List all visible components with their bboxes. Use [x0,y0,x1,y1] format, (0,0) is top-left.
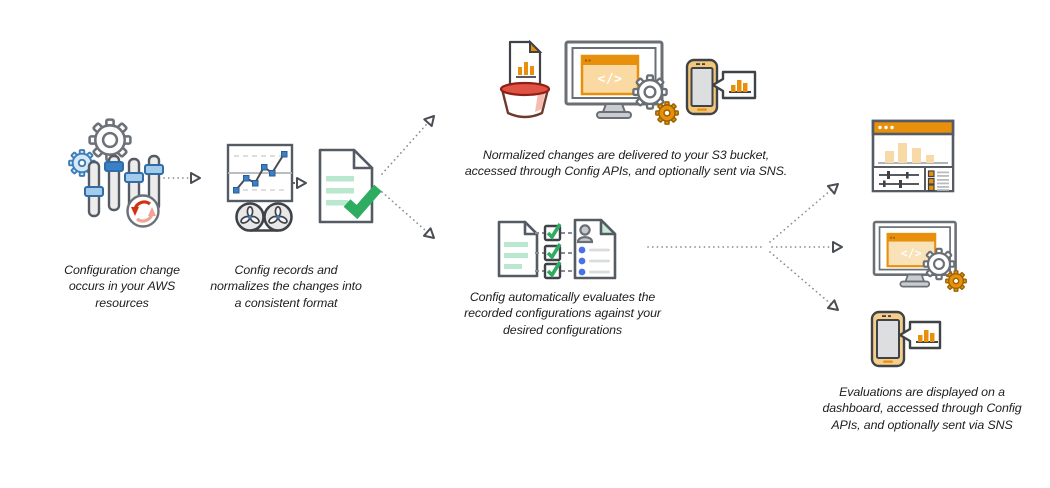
arrow-normalized-to-evaluation [381,191,435,239]
gear-icon [632,74,668,110]
config-records-icon [226,143,294,232]
code-glyph: </> [901,247,922,260]
recording-reel-icon [263,202,293,232]
blue-gear-icon [68,149,96,177]
person-icon [579,224,591,236]
desired-config-document-icon [573,218,617,280]
s3-bucket-icon [499,39,551,119]
caption-delivery: Normalized changes are delivered to your… [464,148,788,179]
arrow-to-dashboard [769,183,839,243]
caption-display: Evaluations are displayed on a dashboard… [822,385,1022,432]
caption-config-records: Config records and normalizes the change… [210,263,362,310]
checklist-icon [535,223,572,280]
caption-configuration-change: Configuration change occurs in your AWS … [64,263,180,310]
dashboard-icon [871,119,955,193]
caption-evaluation: Config automatically evaluates the recor… [464,290,661,337]
recording-reel-icon [235,202,265,232]
arrow-normalized-to-delivery [381,115,435,175]
recorded-config-document-icon [497,220,539,278]
config-apis-monitor-icon: </> [564,40,664,119]
arrow-to-sns [769,251,839,311]
orange-gear-icon [945,270,967,292]
normalized-document-icon [318,148,382,224]
sliders-icon [84,154,164,228]
configuration-change-icon [68,118,164,228]
code-glyph: </> [598,72,623,87]
gear-icon [88,118,132,162]
orange-gear-icon [655,101,679,125]
sns-phone-icon [870,310,942,368]
sns-phone-icon [685,58,757,116]
checkmark-icon [343,184,382,220]
gear-icon [922,247,956,281]
